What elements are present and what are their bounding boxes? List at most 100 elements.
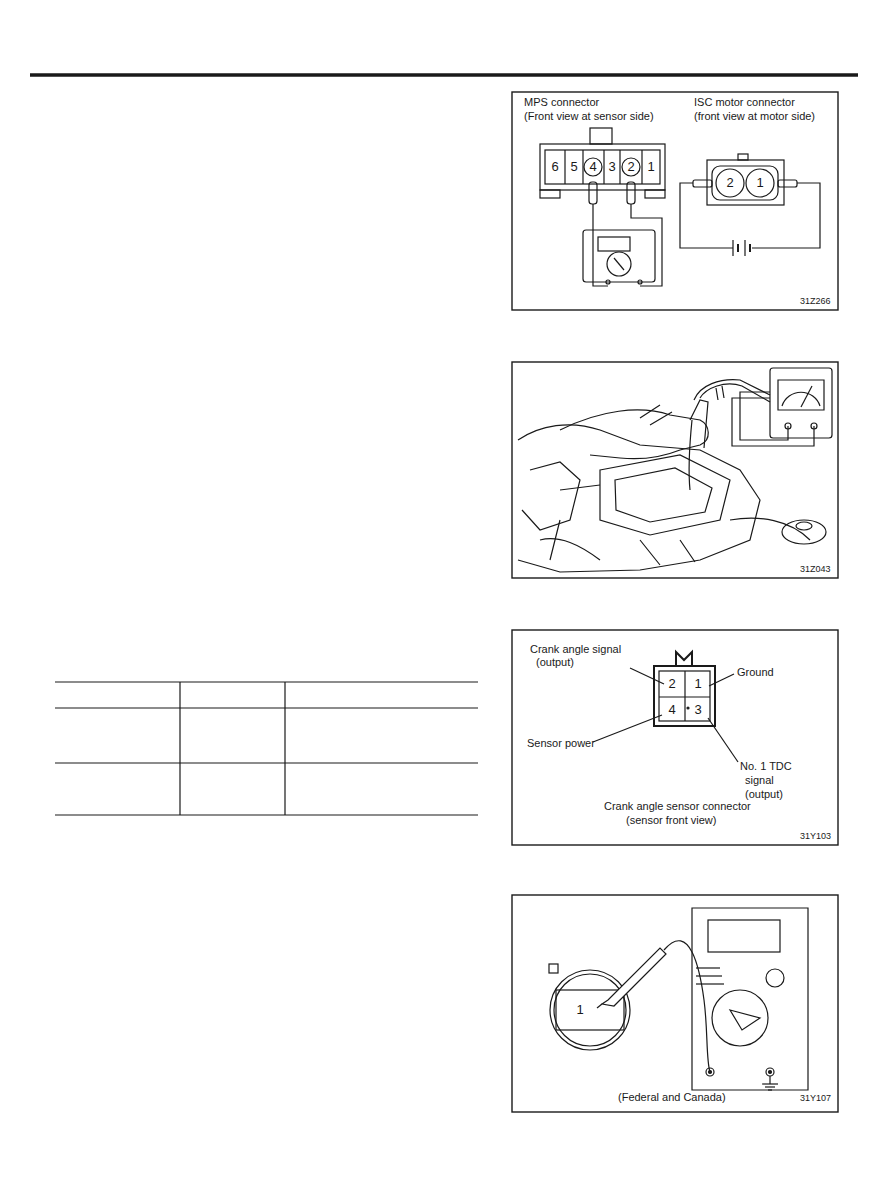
multimeter-part — [607, 252, 631, 276]
hand-and-probes-part — [694, 380, 770, 400]
pin-number: 1 — [694, 677, 701, 691]
battery-wiring-part — [732, 240, 733, 256]
mps-connector-part — [645, 190, 665, 198]
crank-angle-sensor-connector-part — [659, 671, 710, 721]
pin-number: 3 — [694, 703, 701, 717]
mps-connector-part — [603, 150, 604, 184]
spec-table-part — [55, 707, 478, 708]
figure-label: signal — [745, 774, 774, 787]
test-probe-part — [602, 948, 666, 1006]
pin-number: 2 — [627, 160, 634, 174]
crank-angle-sensor-connector-part — [676, 652, 692, 666]
multimeter-part — [706, 1068, 714, 1076]
battery-wiring-part — [737, 244, 739, 252]
hand-and-probes-part — [690, 400, 708, 448]
multimeter — [732, 368, 832, 446]
mps-connector-part — [619, 150, 620, 184]
isc-motor-connector-part — [738, 154, 748, 160]
ground-symbol-part — [768, 1089, 772, 1090]
crank-angle-sensor-connector-part — [687, 707, 689, 709]
engine-illustration-part — [518, 425, 760, 572]
multimeter-part — [732, 398, 814, 446]
battery-wiring — [680, 183, 820, 256]
test-probes-part — [627, 182, 635, 204]
battery-wiring-part — [744, 240, 745, 256]
figure-label: No. 1 TDC — [740, 760, 792, 773]
round-connector — [549, 964, 630, 1050]
spec-table — [55, 682, 478, 815]
figure-label: (front view at motor side) — [694, 110, 815, 123]
figure-label: Crank angle signal — [530, 643, 621, 656]
hand-and-probes-part — [689, 420, 692, 490]
figure-code: 31Y103 — [800, 831, 831, 842]
header-rule — [30, 74, 858, 75]
figure-frame-part — [512, 630, 838, 845]
multimeter — [583, 230, 655, 284]
pin-number: 2 — [726, 176, 733, 190]
multimeter-part — [696, 983, 724, 984]
pin-number: 2 — [668, 677, 675, 691]
multimeter-part — [778, 380, 824, 410]
test-probes-part — [631, 204, 662, 286]
multimeter-part — [696, 967, 720, 968]
figure-frame-part — [512, 362, 838, 578]
engine-illustration-part — [522, 462, 580, 530]
multimeter — [692, 908, 808, 1090]
multimeter-part — [692, 908, 808, 1090]
test-probes — [589, 182, 662, 286]
test-probes-part — [593, 204, 608, 286]
pin-number: 4 — [668, 703, 675, 717]
mps-connector-part — [584, 158, 602, 176]
multimeter-part — [638, 280, 642, 284]
figure-frame-part — [512, 895, 838, 1112]
multimeter-part — [606, 280, 610, 284]
figure-code: 31Z266 — [800, 296, 831, 307]
engine-illustration-part — [540, 539, 600, 560]
leader-lines-part — [708, 718, 738, 762]
test-probe — [597, 941, 710, 1072]
figure-label: MPS connector — [524, 96, 599, 109]
spec-table-part — [284, 682, 285, 815]
figure-label: (output) — [745, 788, 783, 801]
figure-label: Crank angle sensor connector — [604, 800, 751, 813]
engine-illustration-part — [782, 520, 826, 544]
multimeter-part — [766, 969, 784, 987]
isc-motor-connector-part — [707, 160, 784, 205]
header-rule-part — [30, 73, 858, 77]
hand-and-probes — [560, 380, 770, 490]
multimeter-part — [709, 1071, 712, 1074]
pin-number: 1 — [647, 160, 654, 174]
isc-motor-connector-part — [746, 169, 774, 197]
crank-angle-sensor-connector-part — [684, 671, 685, 721]
engine-illustration-part — [550, 520, 695, 565]
ground-symbol-part — [765, 1086, 775, 1087]
figure-frame — [512, 362, 838, 578]
pin-number: 6 — [551, 160, 558, 174]
round-connector-part — [554, 974, 626, 1046]
mps-connector-part — [540, 190, 560, 198]
figure-frame — [512, 895, 838, 1112]
ground-symbol — [762, 1076, 778, 1090]
leader-lines-part — [709, 674, 734, 686]
multimeter-part — [730, 1010, 760, 1030]
mps-connector — [540, 128, 665, 198]
figure-label: Sensor power — [527, 737, 595, 750]
mps-connector-part — [564, 150, 565, 184]
leader-lines-part — [593, 715, 662, 742]
test-probe-part — [664, 941, 710, 1072]
multimeter-part — [740, 392, 788, 440]
spec-table-part — [55, 681, 478, 682]
figure-label: Ground — [737, 666, 774, 679]
engine-illustration-part — [796, 522, 812, 530]
mps-connector-part — [641, 150, 642, 184]
mps-connector-part — [545, 150, 660, 184]
figure-label: ISC motor connector — [694, 96, 795, 109]
figure-frame — [512, 630, 838, 845]
crank-angle-sensor-connector — [654, 652, 715, 726]
multimeter-part — [769, 1071, 772, 1074]
isc-motor-connector-part — [693, 180, 712, 187]
engine-illustration-part — [560, 485, 600, 490]
hand-and-probes-part — [700, 384, 770, 402]
figure-frame-part — [512, 92, 838, 310]
